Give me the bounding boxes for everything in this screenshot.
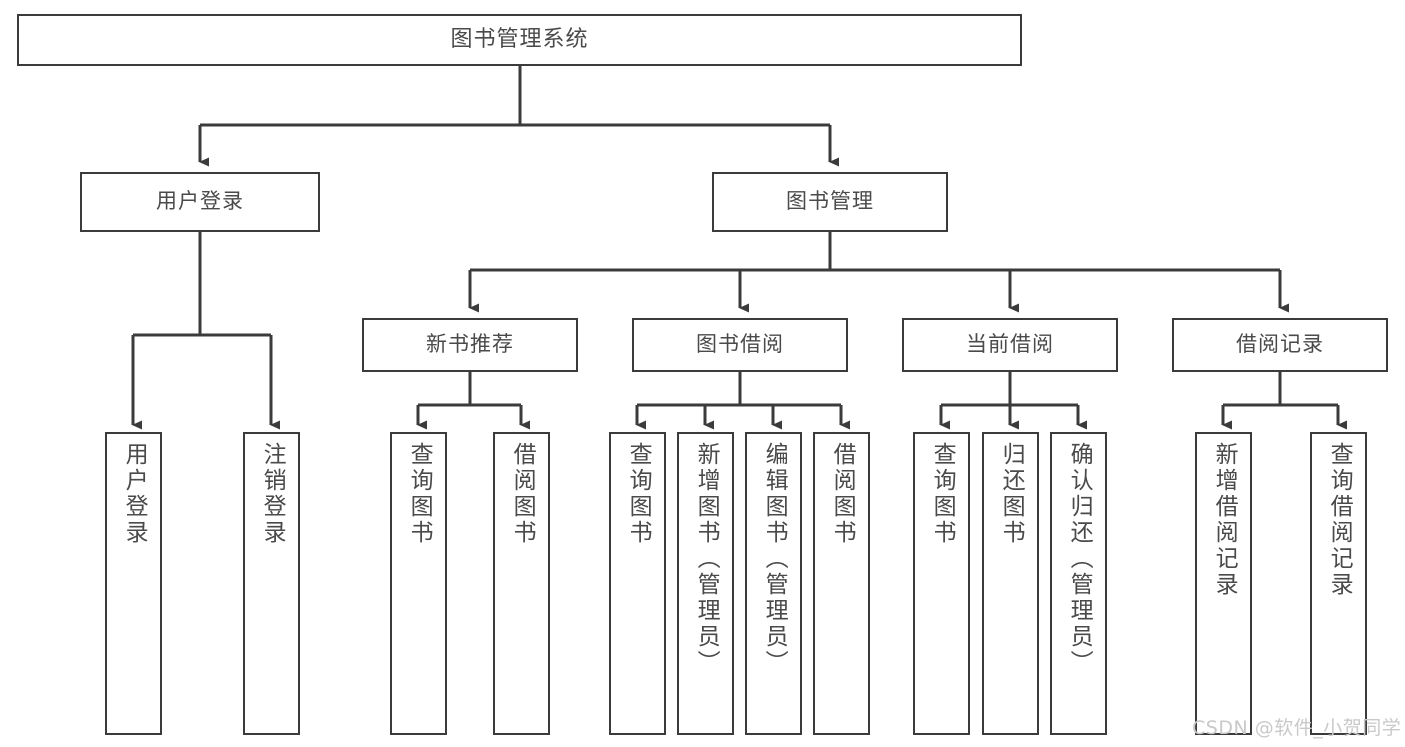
node-label: 确认归还（管理员）: [1066, 442, 1093, 676]
node-label: 图书管理: [786, 189, 874, 214]
node-label: 注销登录: [259, 442, 286, 546]
node-book-management[interactable]: 图书管理: [712, 172, 948, 232]
node-label: 查询图书: [406, 442, 433, 546]
node-label: 用户登录: [156, 189, 244, 214]
node-root-book-management-system[interactable]: 图书管理系统: [17, 14, 1022, 66]
node-new-book-recommend[interactable]: 新书推荐: [362, 318, 578, 372]
leaf-book-borrow-borrow-book[interactable]: 借阅图书: [813, 432, 870, 735]
node-book-borrow[interactable]: 图书借阅: [632, 318, 848, 372]
node-user-login[interactable]: 用户登录: [80, 172, 320, 232]
node-label: 查询借阅记录: [1326, 442, 1353, 598]
node-label: 当前借阅: [966, 332, 1054, 357]
leaf-new-book-borrow-book[interactable]: 借阅图书: [493, 432, 550, 735]
leaf-new-book-query-book[interactable]: 查询图书: [390, 432, 447, 735]
node-label: 图书管理系统: [450, 26, 589, 52]
node-label: 归还图书: [998, 442, 1025, 546]
leaf-book-borrow-edit-book-admin[interactable]: 编辑图书（管理员）: [745, 432, 802, 735]
node-label: 新书推荐: [426, 332, 514, 357]
leaf-book-borrow-add-book-admin[interactable]: 新增图书（管理员）: [677, 432, 734, 735]
node-label: 查询图书: [929, 442, 956, 546]
node-label: 编辑图书（管理员）: [761, 442, 788, 676]
leaf-borrow-record-query-record[interactable]: 查询借阅记录: [1310, 432, 1367, 735]
node-label: 用户登录: [121, 442, 148, 546]
node-label: 借阅记录: [1236, 332, 1324, 357]
leaf-borrow-record-add-record[interactable]: 新增借阅记录: [1195, 432, 1252, 735]
leaf-current-borrow-query-book[interactable]: 查询图书: [913, 432, 970, 735]
node-label: 图书借阅: [696, 332, 784, 357]
node-label: 借阅图书: [829, 442, 856, 546]
leaf-user-login-login[interactable]: 用户登录: [105, 432, 162, 735]
node-label: 新增借阅记录: [1211, 442, 1238, 598]
leaf-current-borrow-return-book[interactable]: 归还图书: [982, 432, 1039, 735]
leaf-current-borrow-confirm-return-admin[interactable]: 确认归还（管理员）: [1050, 432, 1107, 735]
node-current-borrow[interactable]: 当前借阅: [902, 318, 1118, 372]
node-label: 新增图书（管理员）: [693, 442, 720, 676]
watermark: CSDN @软件_小贺同学: [1192, 717, 1402, 739]
leaf-user-login-logout[interactable]: 注销登录: [243, 432, 300, 735]
leaf-book-borrow-query-book[interactable]: 查询图书: [609, 432, 666, 735]
node-label: 查询图书: [625, 442, 652, 546]
node-borrow-record[interactable]: 借阅记录: [1172, 318, 1388, 372]
node-label: 借阅图书: [509, 442, 536, 546]
